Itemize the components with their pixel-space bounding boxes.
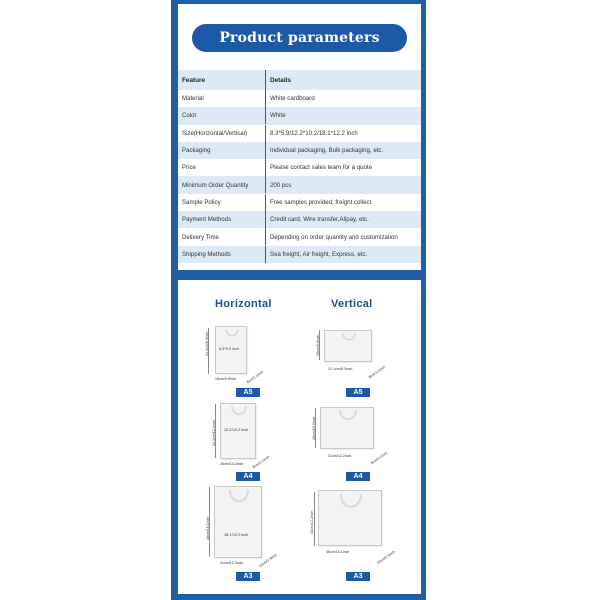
width-dim: 46cm/18.1inch bbox=[326, 550, 350, 554]
depth-dim: 10cm/3.9inch bbox=[376, 549, 396, 566]
column-divider bbox=[265, 107, 266, 125]
horizontal-a5-bag: 21.1cm/8.3inch 8.3*5.9 inch 15cm/5.9inch… bbox=[205, 324, 276, 400]
row-feature: Sample Policy bbox=[182, 198, 221, 206]
horizontal-heading: Horizontal bbox=[215, 298, 272, 310]
height-dim: 21.1cm/8.3inch bbox=[205, 331, 209, 356]
row-details: 8.3*5.9/12.2*10.2/18.1*12.2 inch bbox=[270, 129, 358, 137]
row-details: Depending on order quantity and customiz… bbox=[270, 233, 398, 241]
height-ruler bbox=[315, 408, 316, 448]
row-feature: Size(Horizontal/Vertical) bbox=[182, 129, 248, 137]
handle-icon bbox=[339, 410, 357, 420]
row-feature: Material bbox=[182, 95, 204, 103]
vertical-a4-bag: 26cm/10.2inch 31cm/12.2inch 8cm/3.1inch … bbox=[304, 402, 398, 484]
height-ruler bbox=[314, 492, 315, 546]
bag-body: 8.3*5.9 inch bbox=[215, 326, 247, 374]
width-dim: 31cm/12.2inch bbox=[328, 454, 352, 458]
column-divider bbox=[265, 159, 266, 177]
column-divider bbox=[265, 211, 266, 229]
row-details: Please contact sales team for a quote bbox=[270, 164, 372, 172]
parameters-panel: Product parameters Feature Details Mater… bbox=[178, 4, 421, 270]
size-badge: A4 bbox=[236, 472, 260, 481]
column-divider bbox=[265, 245, 266, 263]
column-divider bbox=[265, 70, 266, 90]
column-divider bbox=[265, 228, 266, 246]
parameters-table: Feature Details Material White cardboard… bbox=[178, 70, 421, 263]
bag-body bbox=[318, 490, 382, 546]
handle-icon bbox=[225, 329, 239, 337]
horizontal-a3-bag: 46cm/18.1inch 18.1*12.2 inch 31cm/12.2in… bbox=[200, 484, 280, 586]
height-dim: 26cm/10.2inch bbox=[312, 416, 316, 440]
height-dim: 31.1cm/12.2inch bbox=[212, 419, 216, 446]
size-badge: A3 bbox=[346, 572, 370, 581]
column-divider bbox=[265, 141, 266, 159]
height-ruler bbox=[319, 330, 320, 360]
bag-inch-label: 18.1*12.2 inch bbox=[224, 533, 249, 537]
bag-body: 12.2*10.2 inch bbox=[220, 403, 256, 459]
column-divider bbox=[265, 176, 266, 194]
handle-icon bbox=[231, 406, 247, 416]
page-title: Product parameters bbox=[192, 24, 407, 52]
vertical-heading: Vertical bbox=[331, 298, 373, 310]
table-row: Delivery Time Depending on order quantit… bbox=[178, 228, 421, 246]
column-divider bbox=[265, 124, 266, 142]
bag-inch-label: 12.2*10.2 inch bbox=[224, 428, 249, 432]
height-dim: 15cm/5.9inch bbox=[316, 334, 320, 356]
width-dim: 21.1cm/8.3inch bbox=[328, 367, 353, 371]
table-row: Color White bbox=[178, 107, 421, 125]
handle-icon bbox=[340, 494, 362, 508]
height-dim: 46cm/18.1inch bbox=[206, 516, 210, 540]
row-details: Credit card, Wire transfer,Alipay, etc. bbox=[270, 216, 369, 224]
row-details: Free samples provided, freight collect bbox=[270, 198, 372, 206]
table-row: Material White cardboard bbox=[178, 90, 421, 107]
row-details: Sea freight, Air freight, Express, etc. bbox=[270, 250, 368, 258]
row-feature: Packaging bbox=[182, 147, 211, 155]
depth-dim: 8cm/3.1inch bbox=[246, 369, 265, 385]
horizontal-a4-bag: 31.1cm/12.2inch 12.2*10.2 inch 26cm/10.2… bbox=[206, 400, 276, 484]
header-details: Details bbox=[270, 76, 291, 84]
row-feature: Color bbox=[182, 112, 197, 120]
width-dim: 26cm/10.2inch bbox=[220, 462, 244, 466]
row-feature: Shipping Methods bbox=[182, 250, 231, 258]
header-feature: Feature bbox=[182, 76, 206, 84]
column-divider bbox=[265, 193, 266, 211]
table-row: Price Please contact sales team for a qu… bbox=[178, 159, 421, 177]
size-badge: A5 bbox=[236, 388, 260, 397]
table-row: Payment Methods Credit card, Wire transf… bbox=[178, 211, 421, 229]
row-feature: Price bbox=[182, 164, 196, 172]
size-badge: A4 bbox=[346, 472, 370, 481]
bag-body: 18.1*12.2 inch bbox=[214, 486, 262, 558]
vertical-a5-bag: 15cm/5.9inch 21.1cm/8.3inch 8cm/3.1inch … bbox=[308, 324, 398, 400]
table-row: Size(Horizontal/Vertical) 8.3*5.9/12.2*1… bbox=[178, 124, 421, 142]
handle-icon bbox=[229, 490, 249, 503]
table-row: Shipping Methods Sea freight, Air freigh… bbox=[178, 245, 421, 263]
height-ruler bbox=[208, 328, 209, 374]
width-dim: 15cm/5.9inch bbox=[215, 377, 237, 381]
row-details: Individual packaging, Bulk packaging, et… bbox=[270, 147, 384, 155]
row-details: White cardboard bbox=[270, 95, 315, 103]
column-divider bbox=[265, 90, 266, 107]
height-ruler bbox=[215, 404, 216, 458]
row-feature: Delivery Time bbox=[182, 233, 219, 241]
width-dim: 31cm/12.2inch bbox=[220, 561, 244, 565]
depth-dim: 8cm/3.1inch bbox=[370, 450, 389, 466]
row-feature: Payment Methods bbox=[182, 216, 232, 224]
handle-icon bbox=[342, 333, 356, 341]
size-badge: A3 bbox=[236, 572, 260, 581]
table-header: Feature Details bbox=[178, 70, 421, 90]
table-row: Minimum Order Quantity 200 pcs bbox=[178, 176, 421, 194]
bag-body bbox=[320, 407, 374, 449]
row-feature: Minimum Order Quantity bbox=[182, 181, 249, 189]
table-row: Packaging Individual packaging, Bulk pac… bbox=[178, 141, 421, 160]
table-row: Sample Policy Free samples provided, fre… bbox=[178, 193, 421, 211]
height-dim: 31cm/12.2inch bbox=[310, 510, 314, 534]
bag-body bbox=[324, 330, 372, 362]
size-badge: A5 bbox=[346, 388, 370, 397]
row-details: White bbox=[270, 112, 286, 120]
sizes-panel: Horizontal Vertical 21.1cm/8.3inch 8.3*5… bbox=[178, 280, 421, 594]
vertical-a3-bag: 31cm/12.2inch 46cm/18.1inch 10cm/3.9inch… bbox=[300, 486, 400, 586]
depth-dim: 8cm/3.1inch bbox=[368, 364, 387, 380]
row-details: 200 pcs bbox=[270, 181, 292, 189]
height-ruler bbox=[209, 487, 210, 557]
bag-inch-label: 8.3*5.9 inch bbox=[219, 347, 240, 351]
